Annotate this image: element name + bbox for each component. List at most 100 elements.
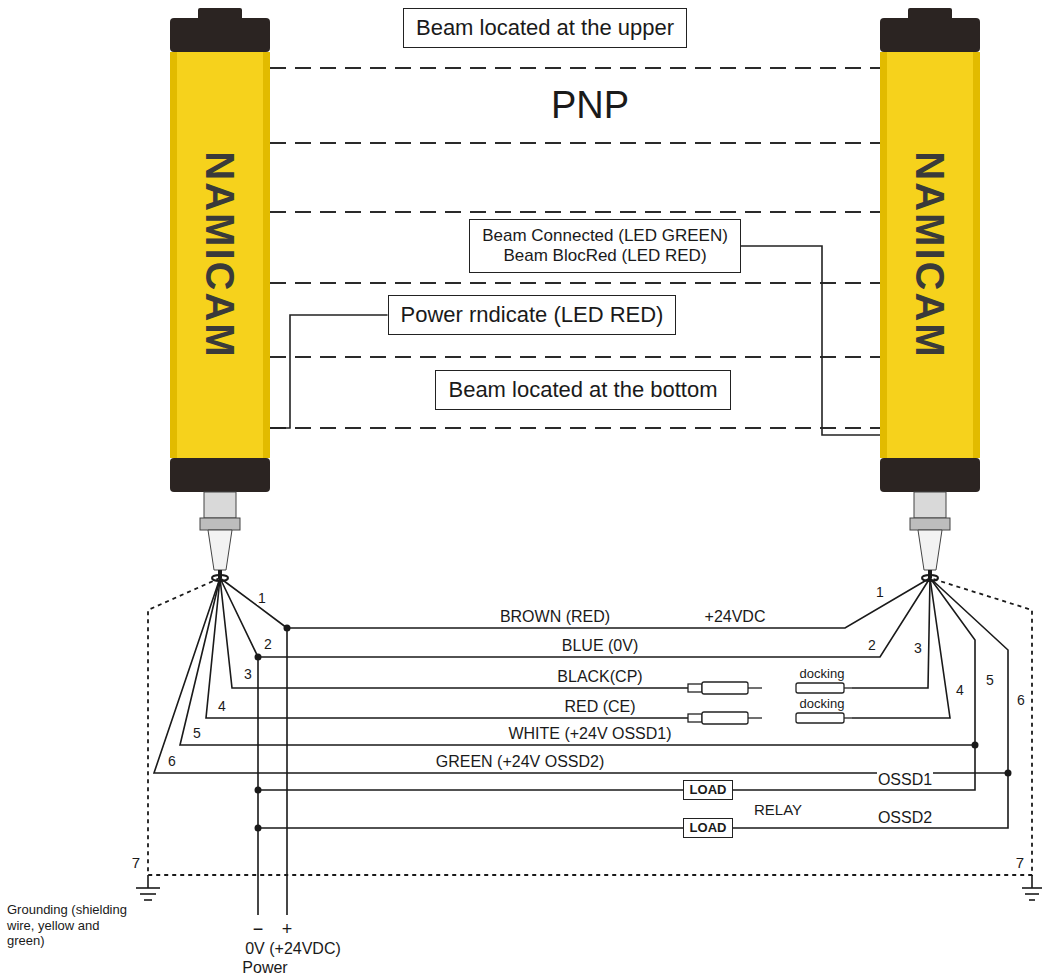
note-text: Grounding (shielding wire, yellow and gr…: [6, 902, 136, 949]
docking-label: docking: [799, 697, 846, 710]
cable-gland: [208, 530, 232, 570]
receiver-bar: NAMICAM: [880, 52, 980, 458]
ground-symbol: [1022, 887, 1042, 889]
pin-number: 5: [192, 726, 202, 740]
ground-symbol: [136, 887, 160, 889]
junction-dot: [255, 654, 262, 661]
voltage-label: +24VDC: [704, 609, 767, 625]
housing-cap: [880, 18, 980, 52]
junction-dot: [255, 825, 262, 832]
leader-line: [741, 246, 880, 435]
pin-number: 3: [243, 667, 253, 681]
plug-tip: [748, 687, 762, 688]
plug-body: [702, 682, 748, 694]
wire: [258, 578, 1008, 828]
box-text: Beam located at the bottom: [448, 377, 717, 403]
junction-dots: [255, 625, 1012, 832]
pin-number: 5: [985, 673, 995, 687]
pin-number: 4: [217, 699, 227, 713]
wire-label: BLACK(CP): [556, 669, 643, 685]
wire-label: WHITE (+24V OSSD1): [507, 726, 672, 742]
pin-number: 1: [257, 591, 267, 605]
wires: [154, 578, 1008, 915]
polarity-sign: +: [281, 920, 294, 938]
connector-nut: [200, 518, 240, 530]
pin-number: 6: [1016, 693, 1026, 707]
box-text: LOAD: [690, 821, 727, 835]
signal-type: PNP: [550, 86, 630, 124]
polarity-sign: −: [252, 920, 265, 938]
wire-label: RED (CE): [563, 699, 636, 715]
connector: [204, 492, 236, 518]
beam-line: [270, 142, 880, 144]
socket-body: [796, 683, 844, 693]
wire-label: BLUE (0V): [561, 638, 639, 654]
pin-number: 7: [1015, 855, 1025, 870]
power-label: 0V (+24VDC): [244, 941, 342, 957]
socket-tail: [844, 687, 852, 688]
beam-line: [270, 211, 880, 213]
callout-box: Beam Connected (LED GREEN)Beam BlocRed (…: [469, 219, 741, 274]
ground-symbol: [140, 893, 156, 895]
power-label: Power: [241, 960, 288, 976]
housing-cap: [880, 458, 980, 492]
shield-wire: [148, 578, 1032, 875]
brand-text: NAMICAM: [200, 151, 240, 358]
pin-number: 7: [131, 855, 141, 870]
pin-number: 3: [913, 641, 923, 655]
signal-label: OSSD2: [877, 810, 933, 826]
plug-tip: [748, 717, 762, 718]
docking-plugs: [688, 682, 852, 724]
beam-line: [270, 282, 880, 284]
shield-wire: [148, 578, 1032, 875]
junction-dot: [1005, 770, 1012, 777]
box-text: Beam Connected (LED GREEN): [482, 226, 728, 246]
wire: [220, 578, 287, 915]
wire: [220, 578, 688, 688]
relay-label: RELAY: [753, 802, 803, 817]
pin-number: 4: [955, 683, 965, 697]
wire: [154, 578, 1008, 773]
wire: [258, 578, 975, 790]
box-text: Power rndicate (LED RED): [401, 302, 664, 328]
ground-symbol: [1031, 875, 1033, 888]
socket-body: [796, 713, 844, 723]
brand-text: NAMICAM: [910, 151, 950, 358]
wire-label: GREEN (+24V OSSD2): [435, 754, 606, 770]
junction-dot: [255, 787, 262, 794]
junction-dot: [972, 742, 979, 749]
ground-symbol: [144, 899, 152, 901]
leader-line: [270, 315, 388, 428]
ground-symbol: [1025, 893, 1039, 895]
load-box: LOAD: [683, 818, 734, 838]
wire: [206, 578, 688, 718]
junction-dot: [284, 625, 291, 632]
wire: [852, 578, 930, 688]
box-text: Beam BlocRed (LED RED): [482, 246, 728, 266]
pin-number: 1: [875, 585, 885, 599]
receiver-housing: [880, 8, 980, 581]
emitter-housing: [170, 8, 270, 581]
callout-box: Beam located at the upper: [403, 8, 687, 48]
beam-line: [270, 427, 880, 429]
ground-symbol: [1029, 899, 1035, 901]
docking-label: docking: [799, 667, 846, 680]
ground-symbols: [136, 875, 1042, 900]
plug-body: [702, 712, 748, 724]
wire: [287, 578, 930, 628]
connector-nut: [910, 518, 950, 530]
beam-line: [270, 67, 880, 69]
beam-line: [270, 356, 880, 358]
signal-label: OSSD1: [877, 772, 933, 788]
box-text: Beam located at the upper: [416, 15, 674, 41]
connector: [914, 492, 946, 518]
pin-number: 6: [167, 754, 177, 768]
wire: [258, 578, 930, 657]
beam-lines: [270, 68, 880, 428]
load-box: LOAD: [683, 780, 734, 800]
pin-number: 2: [867, 638, 877, 652]
wire: [180, 578, 975, 745]
box-text: LOAD: [690, 783, 727, 797]
callout-box: Power rndicate (LED RED): [388, 295, 677, 335]
wire-label: BROWN (RED): [499, 609, 611, 625]
